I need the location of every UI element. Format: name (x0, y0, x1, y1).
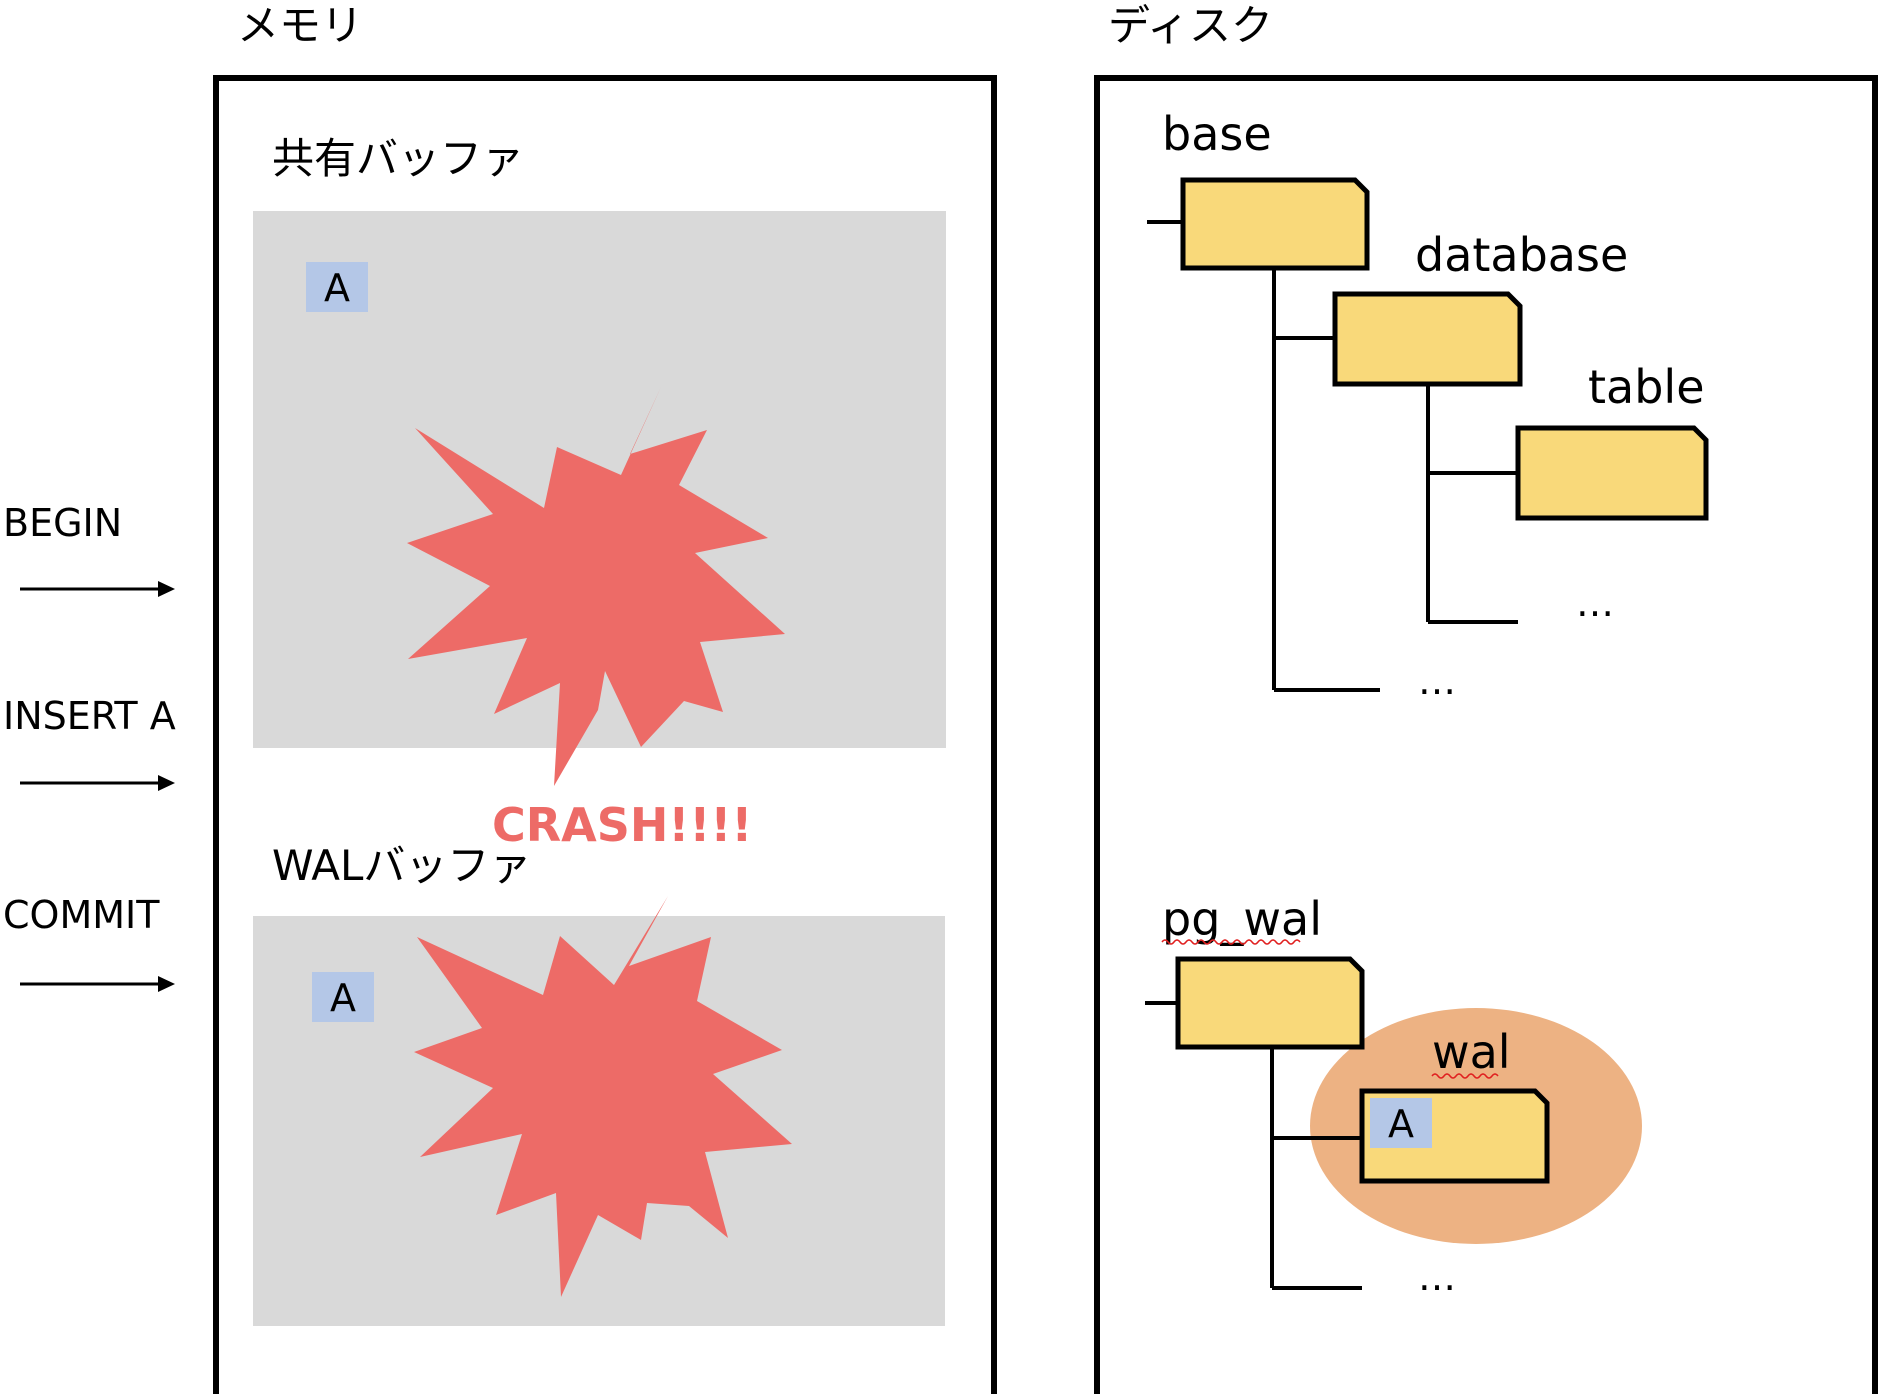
explosion-icon (414, 896, 792, 1297)
explosion-icon (407, 387, 785, 786)
wal-file-page (1370, 1098, 1432, 1148)
memory-title: メモリ (237, 1, 363, 50)
operation-insert-label: INSERT A (3, 694, 176, 738)
crash-text: CRASH!!!! (492, 798, 752, 852)
memory-panel: 共有バッファ A WALバッファ A CRASH!!!! (213, 75, 997, 1394)
disk-panel: base database table … … pg_wal wal A … (1094, 75, 1878, 1394)
pg-wal-folder-label: pg_wal (1162, 892, 1322, 946)
folder-icon (1515, 425, 1709, 521)
base-more-ellipsis: … (1418, 659, 1456, 703)
spellcheck-underline (1431, 1073, 1499, 1079)
folder-icon (1175, 956, 1365, 1050)
database-more-ellipsis: … (1576, 581, 1614, 625)
shared-buffer-label: 共有バッファ (272, 134, 524, 183)
folder-icon (1180, 177, 1370, 271)
wal-buffer-label: WALバッファ (272, 841, 531, 890)
database-folder-label: database (1415, 228, 1628, 282)
operations-column: BEGIN INSERT A COMMIT (3, 501, 176, 992)
operation-commit-label: COMMIT (3, 893, 160, 937)
shared-buffer-page-label: A (324, 266, 350, 310)
wal-buffer-page-label: A (330, 976, 356, 1020)
wal-buffer-page (312, 972, 374, 1022)
arrow-right-icon (20, 581, 175, 597)
table-folder-label: table (1588, 360, 1705, 414)
operation-begin-label: BEGIN (3, 501, 122, 545)
disk-border (1094, 75, 1878, 1394)
wal-file-page-label: A (1388, 1102, 1414, 1146)
base-folder-label: base (1162, 107, 1272, 161)
arrow-right-icon (20, 775, 175, 791)
memory-border (213, 75, 997, 1394)
folder-icon (1332, 291, 1523, 387)
arrow-right-icon (20, 976, 175, 992)
wal-file-label: wal (1432, 1025, 1511, 1079)
disk-title: ディスク (1108, 1, 1273, 50)
spellcheck-underline (1161, 939, 1301, 945)
pg-wal-tree (1145, 1001, 1362, 1290)
base-tree (1147, 220, 1518, 692)
pg-wal-more-ellipsis: … (1418, 1255, 1456, 1299)
shared-buffer-page (306, 262, 368, 312)
